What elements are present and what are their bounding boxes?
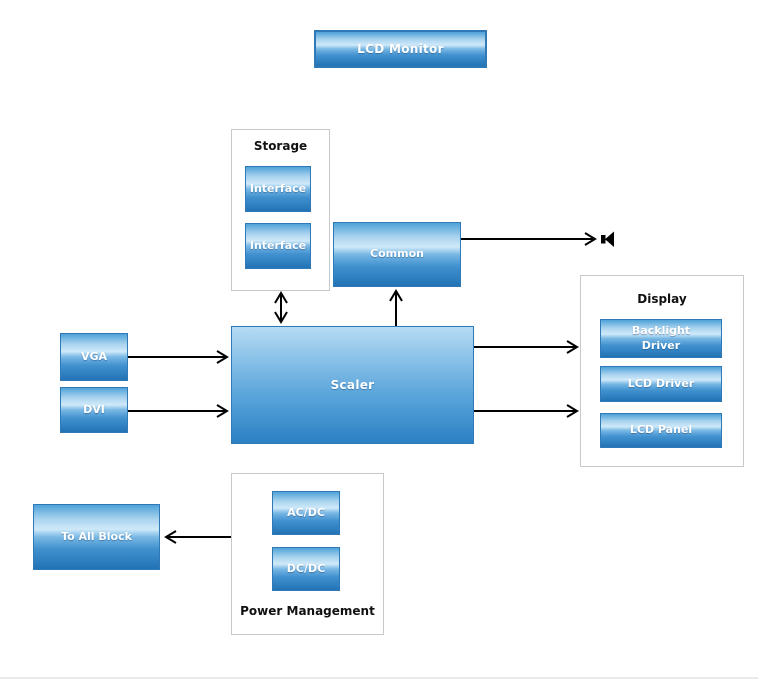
to-all-block-block: To All Block bbox=[33, 504, 160, 570]
dc-dc-block: DC/DC bbox=[272, 547, 340, 591]
lcd-panel-label: LCD Panel bbox=[629, 423, 693, 437]
to-all-block-label: To All Block bbox=[61, 529, 132, 543]
backlight-driver-label: Backlight Driver bbox=[631, 323, 691, 352]
dvi-block: DVI bbox=[60, 387, 128, 433]
scaler-label: Scaler bbox=[330, 377, 375, 392]
lcd-driver-label: LCD Driver bbox=[627, 376, 695, 390]
vga-block: VGA bbox=[60, 333, 128, 381]
interface-1-block: Interface bbox=[245, 166, 311, 212]
common-label: Common bbox=[370, 247, 424, 261]
backlight-driver-block: Backlight Driver bbox=[600, 319, 722, 358]
ac-dc-label: AC/DC bbox=[287, 505, 325, 519]
dvi-label: DVI bbox=[83, 402, 105, 416]
common-block: Common bbox=[333, 222, 461, 287]
scaler-block: Scaler bbox=[231, 326, 474, 444]
ac-dc-block: AC/DC bbox=[272, 491, 340, 535]
interface-2-block: Interface bbox=[245, 223, 311, 269]
speaker-icon bbox=[601, 231, 614, 247]
power-management-group-title: Power Management bbox=[240, 604, 375, 618]
vga-label: VGA bbox=[80, 349, 108, 363]
interface-2-label: Interface bbox=[249, 238, 307, 252]
display-group-title: Display bbox=[637, 292, 687, 306]
dc-dc-label: DC/DC bbox=[286, 561, 326, 575]
interface-1-label: Interface bbox=[249, 181, 307, 195]
lcd-monitor-block: LCD Monitor bbox=[314, 30, 487, 68]
storage-group-title: Storage bbox=[253, 139, 308, 153]
lcd-panel-block: LCD Panel bbox=[600, 413, 722, 448]
bottom-divider bbox=[0, 677, 758, 679]
lcd-monitor-label: LCD Monitor bbox=[357, 41, 444, 56]
lcd-driver-block: LCD Driver bbox=[600, 366, 722, 402]
